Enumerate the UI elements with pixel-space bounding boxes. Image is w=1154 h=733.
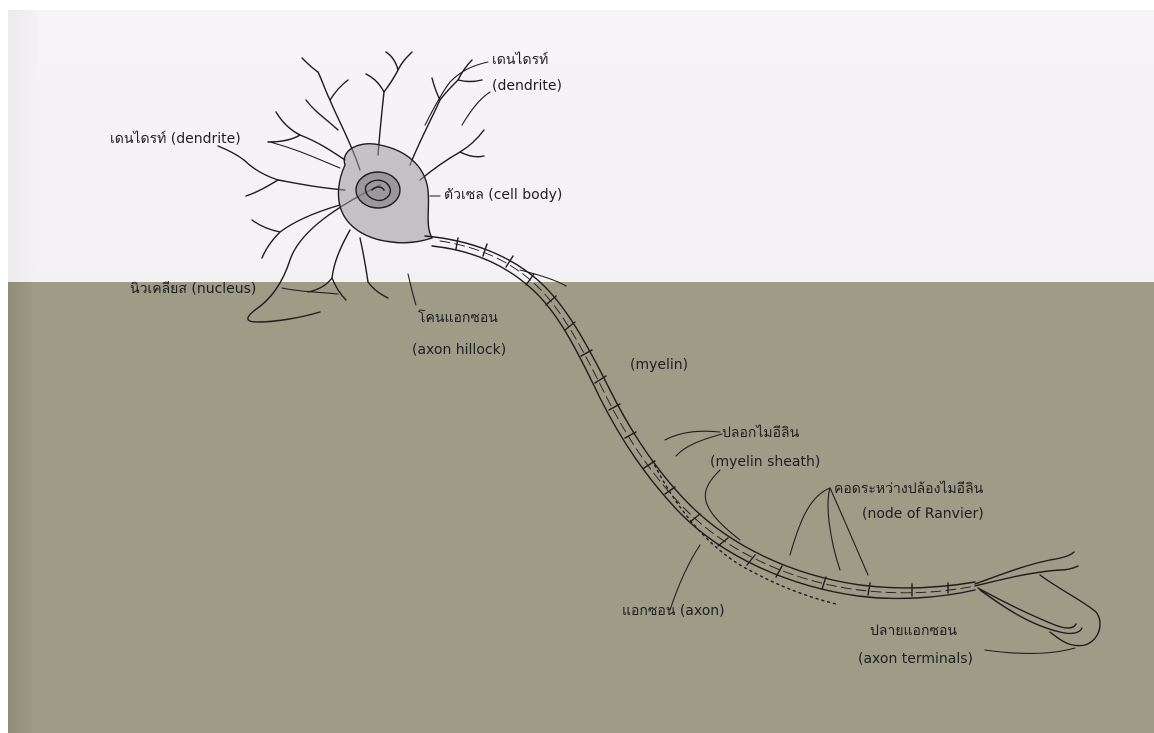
axon-terminals bbox=[975, 552, 1100, 646]
label-axon-terminals-english: (axon terminals) bbox=[858, 651, 973, 667]
label-axon: แอกซอน (axon) bbox=[622, 603, 725, 619]
label-axon-hillock-english: (axon hillock) bbox=[412, 342, 506, 358]
label-node-of-ranvier-english: (node of Ranvier) bbox=[862, 506, 984, 522]
label-myelin-sheath-thai: ปลอกไมอีลิน bbox=[722, 425, 799, 441]
label-nucleus: นิวเคลียส (nucleus) bbox=[130, 281, 256, 297]
cell-body bbox=[338, 144, 432, 243]
label-dendrite-top-english: (dendrite) bbox=[492, 78, 562, 94]
label-myelin: (myelin) bbox=[630, 357, 688, 373]
label-node-of-ranvier-thai: คอดระหว่างปล้องไมอีลิน bbox=[834, 481, 983, 497]
label-myelin-sheath-english: (myelin sheath) bbox=[710, 454, 820, 470]
label-dendrite-left: เดนไดรท์ (dendrite) bbox=[110, 131, 241, 147]
label-axon-terminals-thai: ปลายแอกซอน bbox=[870, 623, 957, 639]
label-dendrite-top-thai: เดนไดรท์ bbox=[492, 52, 548, 68]
label-cell-body: ตัวเซล (cell body) bbox=[444, 187, 562, 203]
label-axon-hillock-thai: โคนแอกซอน bbox=[418, 310, 498, 326]
axon bbox=[425, 236, 975, 604]
